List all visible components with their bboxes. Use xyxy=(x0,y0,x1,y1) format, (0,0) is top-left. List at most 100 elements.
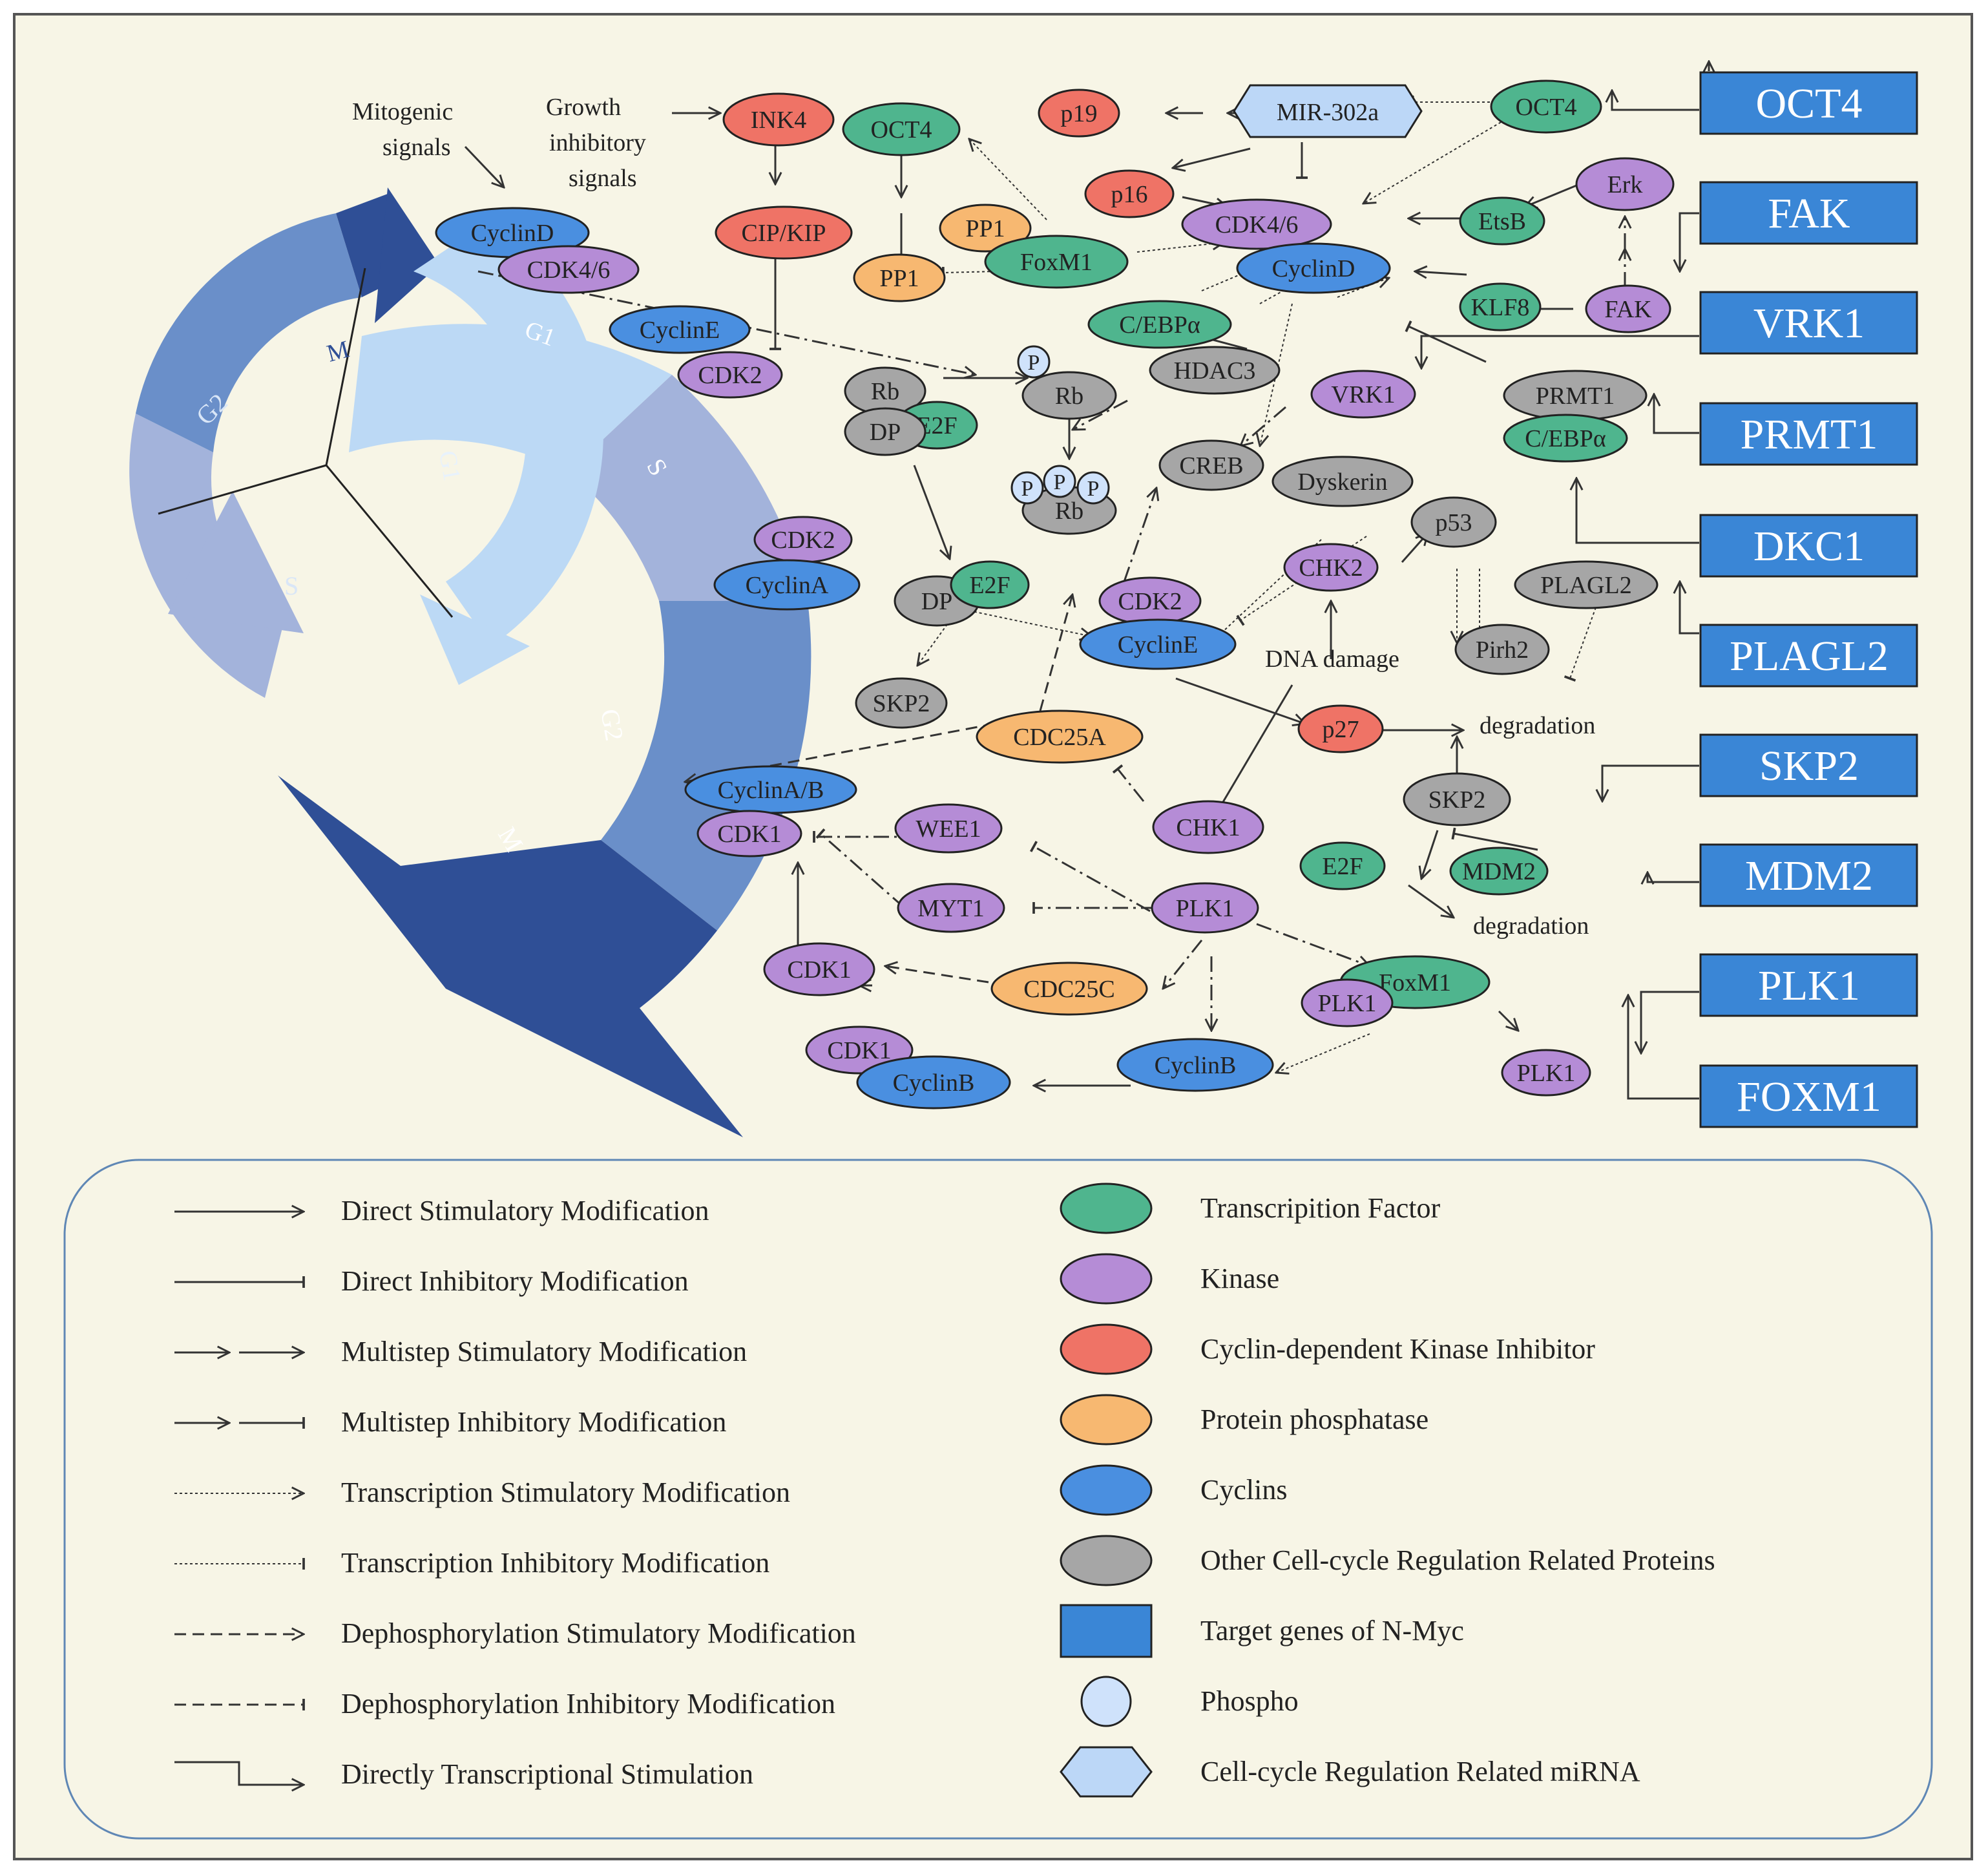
node-cyclinB-2[interactable]: CyclinB xyxy=(856,1055,1011,1110)
target-plagl2[interactable]: PLAGL2 xyxy=(1699,624,1918,688)
target-dkc1[interactable]: DKC1 xyxy=(1699,514,1918,578)
legend-edge-row: Transcription Stimulatory Modification xyxy=(174,1477,790,1508)
node-plk1-3[interactable]: PLK1 xyxy=(1501,1049,1591,1097)
node-etsb[interactable]: EtsB xyxy=(1459,196,1545,246)
node-fak[interactable]: FAK xyxy=(1585,284,1671,333)
node-plk1-2[interactable]: PLK1 xyxy=(1301,978,1394,1027)
node-skp2-2[interactable]: SKP2 xyxy=(1403,772,1511,826)
node-dyskerin[interactable]: Dyskerin xyxy=(1271,456,1414,507)
node-wee1[interactable]: WEE1 xyxy=(894,803,1003,854)
node-cebpa-1[interactable]: C/EBPα xyxy=(1087,300,1232,349)
target-mdm2[interactable]: MDM2 xyxy=(1699,843,1918,907)
signal-labels: Mitogenic signals Growth inhibitory sign… xyxy=(352,94,1595,940)
interaction-edge xyxy=(1240,406,1286,446)
target-label: DKC1 xyxy=(1753,523,1865,570)
legend-type-row: Phospho xyxy=(1080,1676,1299,1727)
node-oct4-1[interactable]: OCT4 xyxy=(842,102,961,156)
phospho-label: P xyxy=(1028,351,1040,375)
node-chk1[interactable]: CHK1 xyxy=(1152,800,1264,854)
node-cebpa-2[interactable]: C/EBPα xyxy=(1503,414,1628,463)
node-rb[interactable]: Rb xyxy=(844,366,926,415)
node-cdk1-1[interactable]: CDK1 xyxy=(696,810,802,857)
node-label: CDK1 xyxy=(827,1037,891,1064)
node-cyclinE-2[interactable]: CyclinE xyxy=(1079,618,1237,670)
node-vrk1[interactable]: VRK1 xyxy=(1310,370,1416,419)
node-cdc25a[interactable]: CDC25A xyxy=(976,710,1144,764)
node-erk[interactable]: Erk xyxy=(1575,157,1675,211)
transcriptional-stimulation-edge xyxy=(1680,212,1699,271)
node-p16[interactable]: p16 xyxy=(1084,169,1175,218)
node-shape xyxy=(1459,196,1545,246)
target-skp2[interactable]: SKP2 xyxy=(1699,733,1918,797)
node-shape xyxy=(1181,198,1332,250)
node-foxm1-1[interactable]: FoxM1 xyxy=(984,235,1129,289)
target-vrk1[interactable]: VRK1 xyxy=(1699,291,1918,355)
target-box xyxy=(1699,624,1918,688)
node-shape xyxy=(1087,300,1232,349)
node-pp1-a[interactable]: PP1 xyxy=(939,204,1032,253)
node-ink4[interactable]: INK4 xyxy=(722,92,835,147)
target-oct4[interactable]: OCT4 xyxy=(1699,71,1918,135)
node-mir302a[interactable]: MIR-302a xyxy=(1233,84,1423,138)
node-cipkip[interactable]: CIP/KIP xyxy=(715,205,853,260)
node-cdc25c[interactable]: CDC25C xyxy=(990,962,1148,1016)
growth-inhibitory-line3: signals xyxy=(569,165,637,192)
node-label: CyclinA xyxy=(746,572,829,599)
node-label: p16 xyxy=(1111,181,1148,208)
node-shape xyxy=(1079,618,1237,670)
node-creb[interactable]: CREB xyxy=(1158,439,1264,491)
node-dp-1[interactable]: DP xyxy=(844,407,926,456)
node-label: CHK1 xyxy=(1176,814,1240,841)
node-hdac3[interactable]: HDAC3 xyxy=(1149,346,1281,395)
node-label: PLK1 xyxy=(1176,895,1235,922)
interaction-edge xyxy=(1256,923,1370,966)
node-cdk46-2[interactable]: CDK4/6 xyxy=(1181,198,1332,250)
legend-edge-row: Multistep Stimulatory Modification xyxy=(174,1336,747,1367)
phospho-node: P xyxy=(1043,465,1076,498)
node-myt1[interactable]: MYT1 xyxy=(897,883,1005,933)
node-cyclinAB[interactable]: CyclinA/B xyxy=(684,765,857,814)
legend-edge-sample xyxy=(174,1761,304,1785)
node-cdk46-1[interactable]: CDK4/6 xyxy=(497,245,640,294)
node-label: Rb xyxy=(1055,383,1083,410)
node-plagl2[interactable]: PLAGL2 xyxy=(1514,560,1658,609)
target-fak[interactable]: FAK xyxy=(1699,181,1918,245)
node-mdm2[interactable]: MDM2 xyxy=(1449,847,1549,896)
transcriptional-stimulation-edge xyxy=(1602,764,1699,801)
node-p19[interactable]: p19 xyxy=(1038,89,1120,138)
node-klf8[interactable]: KLF8 xyxy=(1459,282,1542,331)
legend-type-swatch xyxy=(1060,1746,1153,1798)
node-cdk2-1[interactable]: CDK2 xyxy=(677,351,783,399)
node-cyclinA-1[interactable]: CyclinA xyxy=(713,559,861,611)
node-e2f-2[interactable]: E2F xyxy=(950,560,1030,609)
interaction-edge xyxy=(1236,536,1367,626)
node-cdk2-2[interactable]: CDK2 xyxy=(753,516,853,563)
node-skp2-1[interactable]: SKP2 xyxy=(855,677,948,729)
legend-type-label: Cyclin-dependent Kinase Inhibitor xyxy=(1200,1333,1595,1365)
target-prmt1[interactable]: PRMT1 xyxy=(1699,402,1918,466)
node-e2f-3[interactable]: E2F xyxy=(1299,841,1386,890)
node-cdk2-3[interactable]: CDK2 xyxy=(1098,576,1202,626)
node-cyclinB-1[interactable]: CyclinB xyxy=(1116,1038,1274,1092)
node-shape xyxy=(984,235,1129,289)
node-plk1-1[interactable]: PLK1 xyxy=(1151,882,1259,934)
target-plk1[interactable]: PLK1 xyxy=(1699,953,1918,1017)
node-pirh2[interactable]: Pirh2 xyxy=(1454,624,1550,675)
node-p27[interactable]: p27 xyxy=(1297,704,1384,753)
target-foxm1[interactable]: FOXM1 xyxy=(1699,1064,1918,1128)
node-shape xyxy=(1459,282,1542,331)
node-pp1-b[interactable]: PP1 xyxy=(853,253,946,302)
legend-type-label: Protein phosphatase xyxy=(1200,1404,1428,1435)
node-oct4-2[interactable]: OCT4 xyxy=(1490,79,1602,134)
node-p53[interactable]: p53 xyxy=(1410,496,1497,548)
node-cyclinD-2[interactable]: CyclinD xyxy=(1236,242,1391,294)
node-shape xyxy=(844,407,926,456)
node-label: HDAC3 xyxy=(1174,357,1256,384)
node-chk2[interactable]: CHK2 xyxy=(1283,543,1379,592)
node-prmt1[interactable]: PRMT1 xyxy=(1503,370,1648,421)
node-cdk1-2[interactable]: CDK1 xyxy=(763,942,875,996)
node-label: p27 xyxy=(1323,716,1359,743)
node-cyclinE-1[interactable]: CyclinE xyxy=(609,305,751,354)
node-label: PRMT1 xyxy=(1536,383,1615,410)
node-rb-p[interactable]: Rb xyxy=(1021,371,1117,420)
